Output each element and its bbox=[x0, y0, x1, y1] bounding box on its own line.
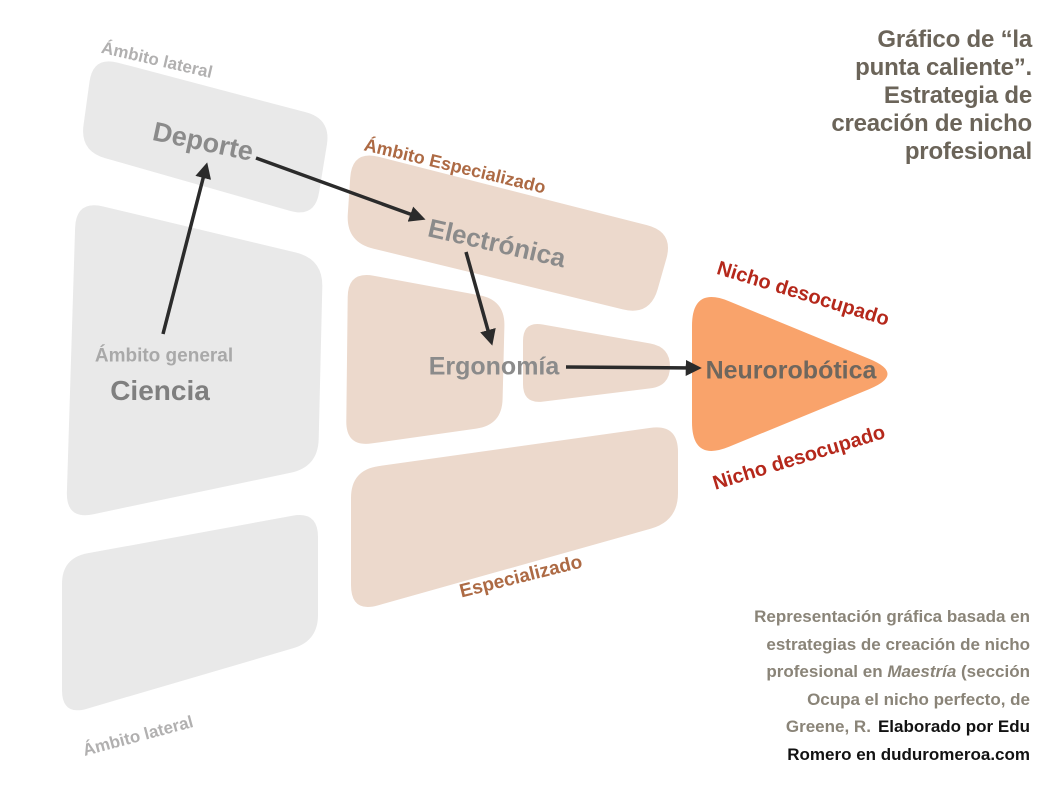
caption: Representación gráfica basada en estrate… bbox=[720, 603, 1030, 768]
title-line: Estrategia de bbox=[883, 82, 1032, 109]
shape-lateral-bottom-wedge bbox=[62, 514, 318, 711]
shape-small-middle-wedge bbox=[523, 323, 670, 402]
caption-text: profesional en bbox=[766, 662, 888, 681]
title-line: creación de nicho bbox=[831, 110, 1032, 137]
page-title: Gráfico de “la punta caliente”. Estrateg… bbox=[702, 26, 1032, 166]
shape-niche-tip-triangle bbox=[692, 297, 888, 451]
caption-credit: Romero en duduromeroa.com bbox=[787, 744, 1030, 764]
arrow-deporte-to-electronica bbox=[255, 156, 426, 222]
arrow-ciencia-to-deporte bbox=[161, 162, 211, 335]
caption-text: (sección bbox=[956, 662, 1030, 681]
caption-line: Ocupa el nicho perfecto, de bbox=[807, 689, 1030, 709]
caption-line: profesional en Maestría (sección bbox=[720, 658, 1030, 686]
label-ciencia: Ciencia bbox=[110, 375, 210, 406]
shape-especializado-wedge bbox=[351, 427, 678, 608]
title-line: Gráfico de “la bbox=[877, 26, 1032, 53]
caption-line: Greene, R. Elaborado por Edu bbox=[720, 713, 1030, 741]
caption-book-title: Maestría bbox=[887, 662, 957, 681]
title-line: punta caliente”. bbox=[855, 54, 1032, 81]
caption-line: estrategias de creación de nicho bbox=[766, 634, 1030, 654]
title-line: profesional bbox=[904, 138, 1032, 165]
shape-lateral-top-wedge bbox=[83, 61, 328, 213]
label-ergonomia: Ergonomía bbox=[428, 352, 560, 381]
label-ambito-general: Ámbito general bbox=[94, 345, 234, 367]
shape-electronica-wedge bbox=[347, 155, 669, 311]
caption-text: Greene, R. bbox=[785, 717, 871, 736]
label-neurorobotica: Neurorobótica bbox=[705, 356, 877, 385]
caption-credit: Elaborado por Edu bbox=[877, 717, 1030, 736]
caption-line: Representación gráfica basada en bbox=[754, 607, 1030, 626]
shape-ergonomia-block bbox=[346, 274, 505, 444]
arrow-electronica-to-ergonomia bbox=[464, 251, 496, 346]
shape-general-block bbox=[66, 205, 323, 516]
arrow-ergonomia-to-neurorobotica bbox=[565, 359, 702, 376]
